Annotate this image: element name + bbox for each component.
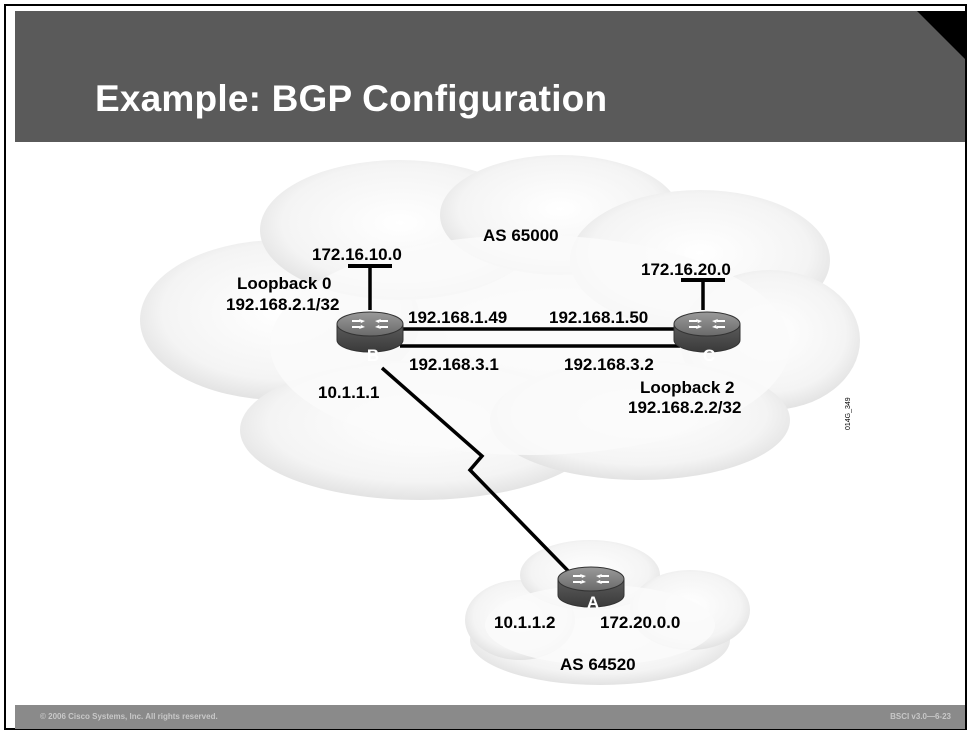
b-network-label: 172.16.10.0 [312,245,402,264]
b-serial-ip: 10.1.1.1 [318,383,379,402]
serial-link-b-a [380,366,577,580]
c-loopback-name: Loopback 2 [640,378,734,397]
main-cloud-icon [140,155,860,500]
b-loopback-name: Loopback 0 [237,274,331,293]
footer-bar [15,705,965,729]
link1-b-ip: 192.168.1.49 [408,308,507,327]
as-small-label: AS 64520 [560,655,636,674]
router-b-label: B [367,346,379,365]
as-main-label: AS 65000 [483,226,559,245]
c-loopback-ip: 192.168.2.2/32 [628,398,741,417]
figure-id: 014G_349 [845,397,852,430]
slide-number: BSCI v3.0—6-23 [890,712,951,721]
b-loopback-ip: 192.168.2.1/32 [226,295,339,314]
router-a-label: A [587,593,599,612]
link1-c-ip: 192.168.1.50 [549,308,648,327]
title-bar [15,11,965,142]
a-serial-ip: 10.1.1.2 [494,613,555,632]
corner-fold-icon [917,11,965,59]
c-network-label: 172.16.20.0 [641,260,731,279]
router-c-label: C [703,346,715,365]
link2-b-ip: 192.168.3.1 [409,355,499,374]
link2-c-ip: 192.168.3.2 [564,355,654,374]
slide-title: Example: BGP Configuration [95,78,608,119]
copyright-text: © 2006 Cisco Systems, Inc. All rights re… [40,712,218,721]
a-network-label: 172.20.0.0 [600,613,680,632]
